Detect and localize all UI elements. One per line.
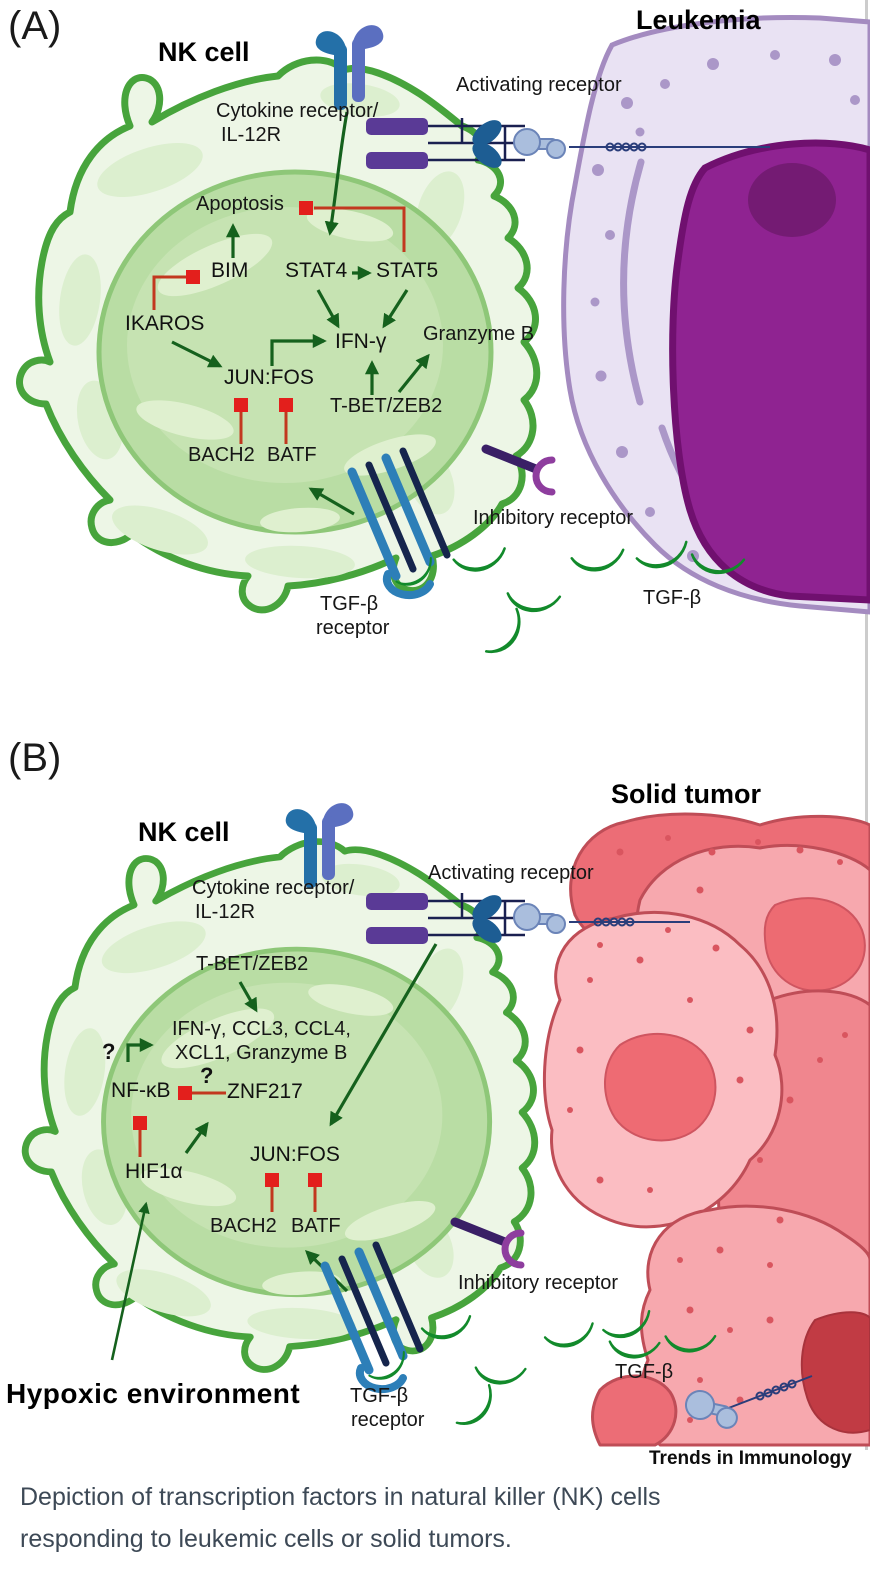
activating-receptor-label-a: Activating receptor (456, 74, 622, 96)
nk-cell-title-a: NK cell (158, 37, 250, 67)
junfos-label-a: JUN:FOS (224, 366, 314, 389)
arrow-question-to-effectors (126, 1037, 154, 1062)
znf217-label: ZNF217 (227, 1080, 303, 1103)
solid-tumor-title: Solid tumor (611, 779, 761, 809)
question-mark-mid: ? (200, 1063, 214, 1088)
cytokine-receptor-label-b2: IL-12R (195, 901, 256, 923)
junfos-label-b: JUN:FOS (250, 1143, 340, 1166)
leukemia-cell (561, 14, 870, 615)
journal-name: Trends in Immunology (649, 1448, 852, 1469)
arrow-ikaros-to-junfos (171, 340, 223, 368)
cytokine-receptor-label-b1: Cytokine receptor/ (192, 877, 355, 899)
caption-line-2: responding to leukemic cells or solid tu… (20, 1525, 512, 1553)
tgfb-label-a: TGF-β (643, 587, 702, 609)
ligand-coil-b (593, 917, 635, 927)
solid-tumor (542, 812, 870, 1447)
panel-b-tag: (B) (8, 736, 62, 780)
ligand-coil-a (605, 142, 647, 152)
effectors-label-b2: XCL1, Granzyme B (175, 1042, 348, 1064)
page-edge (865, 0, 868, 1450)
cytokine-receptor-label-a1: Cytokine receptor/ (216, 100, 379, 122)
panel-b-art (25, 803, 870, 1447)
arrow-activating-to-junfos (329, 943, 438, 1127)
panel-a-art (19, 14, 870, 662)
apoptosis-label: Apoptosis (196, 193, 284, 215)
activating-receptor-label-b: Activating receptor (428, 862, 594, 884)
tgfb-receptor-label-b2: receptor (351, 1409, 425, 1431)
stat5-label: STAT5 (376, 259, 439, 282)
tgfb-receptor-label-b1: TGF-β (350, 1385, 409, 1407)
arrow-hif1a-to-znf217 (184, 1121, 209, 1154)
nk-cell-title-b: NK cell (138, 817, 230, 847)
cytokine-receptor-label-a2: IL-12R (221, 124, 282, 146)
arrow-stat5-to-ifng (382, 289, 409, 329)
stat4-label: STAT4 (285, 259, 348, 282)
batf-label-b: BATF (291, 1215, 341, 1237)
hypoxic-environment-label: Hypoxic environment (6, 1378, 301, 1409)
bim-label: BIM (211, 259, 249, 282)
arrow-hypoxia-to-hif1a (110, 1201, 150, 1361)
tumor-ligand-icon (685, 1375, 813, 1429)
bach2-label-a: BACH2 (188, 444, 255, 466)
inhibitory-receptor-label-a: Inhibitory receptor (473, 507, 634, 529)
leukemia-title: Leukemia (636, 5, 761, 35)
arrow-tbet-to-granzyme (397, 353, 430, 394)
nfkb-label: NF-κB (111, 1079, 171, 1102)
arrow-tbet-to-effectors (238, 981, 258, 1013)
bach2-label-b: BACH2 (210, 1215, 277, 1237)
inhibit-stat5-apoptosis-line (314, 206, 406, 252)
tgfb-label-b: TGF-β (615, 1361, 674, 1383)
inhibit-ikaros-bim-line (152, 275, 188, 310)
panel-b-inhibitions (133, 1086, 322, 1212)
tbet-zeb2-label-a: T-BET/ZEB2 (330, 395, 443, 417)
tumor-speckles (567, 835, 848, 1423)
arrow-cytokine-to-stat4 (324, 111, 349, 236)
leukemia-nucleus (669, 139, 870, 604)
tgfb-receptor-label-a1: TGF-β (320, 593, 379, 615)
inhibitory-receptor-label-b: Inhibitory receptor (458, 1272, 619, 1294)
ikaros-label: IKAROS (125, 312, 205, 335)
effectors-label-b1: IFN-γ, CCL3, CCL4, (172, 1018, 351, 1040)
granzyme-label-a: Granzyme B (423, 323, 535, 345)
arrow-junfos-to-ifng (270, 333, 327, 366)
tbet-zeb2-label-b: T-BET/ZEB2 (196, 953, 309, 975)
tgfb-receptor-label-a2: receptor (316, 617, 390, 639)
hif1a-label: HIF1α (125, 1160, 183, 1183)
batf-label-a: BATF (267, 444, 317, 466)
ifng-label-a: IFN-γ (335, 330, 387, 353)
arrow-stat4-to-ifng (316, 289, 340, 329)
panel-a-inhibitions (152, 201, 406, 444)
panel-a-tag: (A) (8, 4, 62, 48)
caption-line-1: Depiction of transcription factors in na… (20, 1483, 661, 1511)
question-mark-left: ? (102, 1039, 116, 1064)
arrow-tgfbr-into-cell (308, 487, 355, 516)
panel-a-arrows (171, 111, 430, 516)
leukemia-nucleolus (748, 163, 836, 237)
